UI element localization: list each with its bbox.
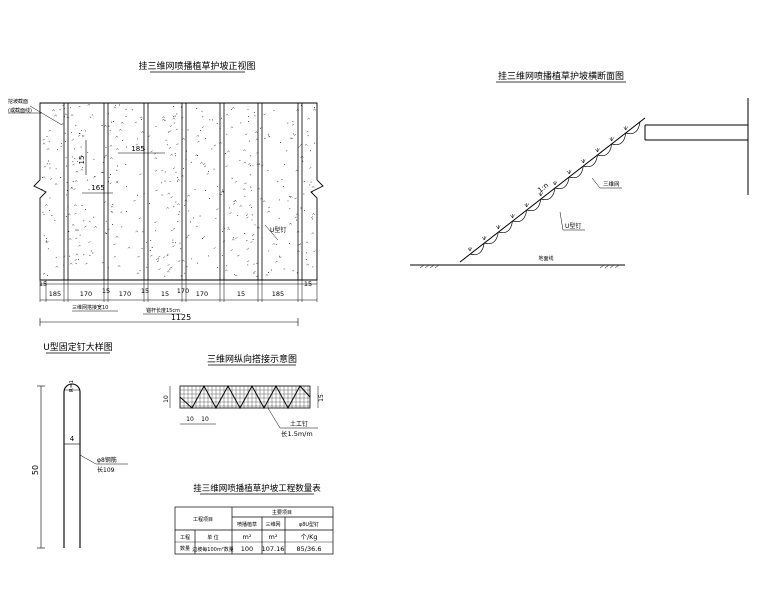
bottom-dim-label: 15 bbox=[161, 290, 169, 298]
front-sub-label-1: 三维网搭接宽10 bbox=[72, 304, 108, 311]
front-view: 挂三维网喷播植草护坡正视图 185 15 165 挖坡截面 (或截面线) U型钉… bbox=[8, 60, 324, 326]
slope-line bbox=[459, 117, 646, 263]
quantity-table: 挂三维网喷播植草护坡工程数量表 主要项目 工程项目 喷播植草 三维网 φ8U型钉… bbox=[174, 483, 334, 555]
u-nail-title: U型固定钉大样图 bbox=[43, 341, 113, 353]
net-band bbox=[179, 385, 311, 409]
table-unit-row-label: 单 位 bbox=[207, 534, 219, 541]
table-value-2: 107.16 bbox=[262, 545, 285, 553]
vegetation-texture bbox=[41, 103, 316, 277]
frame-strips bbox=[63, 103, 303, 280]
overlap-zigzag bbox=[179, 384, 311, 410]
overlap-title: 三维网纵向搭接示意图 bbox=[207, 353, 297, 365]
net-scallop bbox=[583, 154, 598, 167]
u-nail-height: 50 bbox=[31, 465, 40, 475]
table-unit-2: m² bbox=[269, 533, 278, 541]
bottom-dimension-ticks bbox=[39, 280, 318, 302]
bottom-dim-label: 185 bbox=[49, 290, 61, 298]
net-scallops bbox=[467, 121, 641, 255]
table-header-group: 主要项目 bbox=[272, 509, 292, 516]
table-grid bbox=[174, 506, 334, 555]
overlap-dim-bottom-1: 10 bbox=[186, 416, 194, 423]
table-title: 挂三维网喷播植草护坡工程数量表 bbox=[193, 483, 321, 494]
ground-label: 地面线 bbox=[538, 255, 553, 262]
dim-165-lower: 165 bbox=[91, 184, 104, 192]
overlap-anchor-spec: 长1.5m/m bbox=[281, 429, 313, 438]
table-unit-3: 个/Kg bbox=[300, 533, 317, 541]
u-nail-detail: U型固定钉大样图 R=1 4 50 φ8钢筋 长109 bbox=[31, 341, 128, 549]
net-scallop bbox=[484, 231, 499, 244]
section-net-label: 三维网 bbox=[603, 180, 620, 188]
overlap-dim-left: 10 bbox=[163, 395, 170, 403]
table-value-1: 100 bbox=[241, 545, 253, 553]
net-scallop bbox=[611, 132, 627, 145]
overlap-detail: 三维网纵向搭接示意图 10 15 10 10 土工钉 长1.5m/m bbox=[163, 353, 325, 438]
front-anchor-label: U型钉 bbox=[270, 226, 286, 234]
leader-label-line1: 挖坡截面 bbox=[8, 98, 28, 105]
bottom-dim-label: 15 bbox=[102, 287, 110, 295]
section-anchor-label: U型钉 bbox=[565, 222, 581, 230]
leader-label-line2: (或截面线) bbox=[8, 107, 32, 114]
slope-panel-outline bbox=[33, 102, 324, 281]
table-col-item: 工程项目 bbox=[193, 516, 213, 523]
net-scallop bbox=[625, 121, 641, 134]
net-scallop bbox=[512, 209, 528, 222]
overlap-dim-right: 15 bbox=[318, 394, 325, 402]
bottom-dim-label: 170 bbox=[80, 290, 92, 298]
overlap-dim-bottom-2: 10 bbox=[201, 416, 209, 423]
table-row-label-b: 数量 bbox=[180, 545, 190, 552]
table-row-label-a: 工程 bbox=[180, 534, 190, 541]
u-nail-width: 4 bbox=[70, 435, 75, 443]
dim-15-vertical: 15 bbox=[78, 156, 86, 165]
bottom-dim-label: 15 bbox=[304, 280, 312, 288]
bottom-dim-label: 15 bbox=[39, 280, 47, 288]
table-unit-1: m² bbox=[243, 533, 252, 541]
u-nail-spec-1: φ8钢筋 bbox=[97, 456, 117, 464]
net-scallop bbox=[554, 176, 570, 189]
bottom-dim-label: 185 bbox=[272, 290, 284, 298]
ground-hatch bbox=[419, 264, 620, 269]
net-scallop bbox=[540, 187, 556, 200]
u-nail-spec-2: 长109 bbox=[97, 466, 115, 474]
bottom-dim-label: 170 bbox=[119, 290, 131, 298]
table-col-3: φ8U型钉 bbox=[299, 521, 319, 528]
front-total-width: 1125 bbox=[171, 313, 191, 322]
bottom-dim-label: 15 bbox=[237, 290, 245, 298]
front-view-title: 挂三维网喷播植草护坡正视图 bbox=[138, 60, 255, 72]
table-col-1: 喷播植草 bbox=[237, 521, 257, 528]
net-scallop bbox=[469, 242, 485, 255]
net-scallop bbox=[569, 165, 584, 178]
net-scallop bbox=[498, 220, 513, 233]
table-value-row-label: 边坡每100m²数量 bbox=[192, 546, 233, 553]
table-value-3: 85/36.6 bbox=[297, 545, 322, 553]
u-nail-radius: R=1 bbox=[69, 380, 75, 392]
bottom-dim-label: 15 bbox=[141, 287, 149, 295]
net-scallop bbox=[526, 198, 542, 211]
slope-ratio-label: 1:n bbox=[536, 181, 550, 194]
net-scallop bbox=[597, 143, 613, 156]
table-col-2: 三维网 bbox=[265, 521, 280, 528]
section-view: 挂三维网喷播植草护坡横断面图 地面线 1:n 三维网 U型钉 bbox=[410, 70, 749, 269]
net-grid bbox=[180, 386, 310, 408]
overlap-anchor-label: 土工钉 bbox=[290, 420, 308, 428]
dim-185-inner: 185 bbox=[131, 145, 144, 153]
front-sub-label-2: 锚杆长度15cm bbox=[146, 307, 180, 314]
bottom-dim-label: 170 bbox=[177, 287, 189, 295]
u-nail-shape bbox=[63, 383, 81, 548]
section-view-title: 挂三维网喷播植草护坡横断面图 bbox=[498, 70, 624, 82]
bottom-dim-label: 170 bbox=[196, 290, 208, 298]
